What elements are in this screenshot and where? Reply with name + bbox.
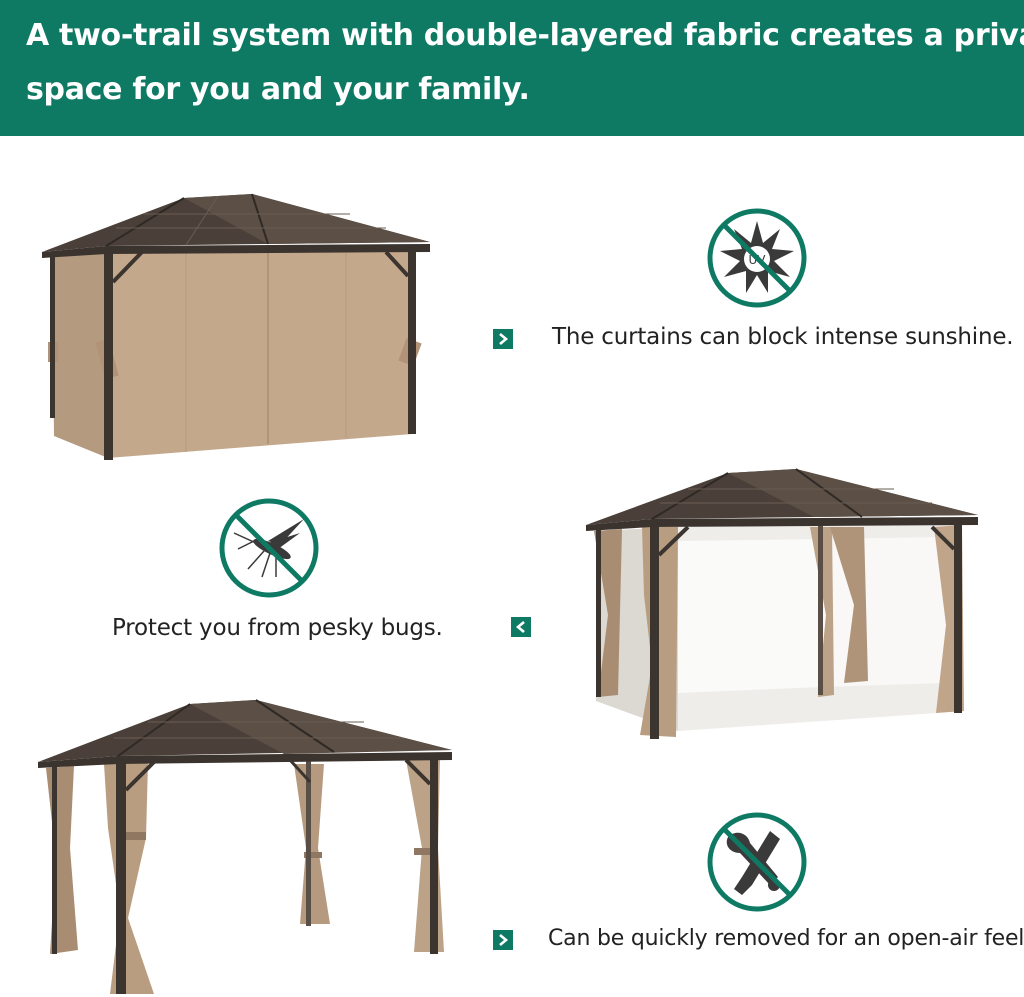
- gazebo-closed-curtains-image: [42, 193, 430, 460]
- no-mosquito-icon: [219, 498, 319, 598]
- feature-caption-sunshine: The curtains can block intense sunshine.: [552, 324, 1014, 350]
- header-banner: A two-trail system with double-layered f…: [0, 0, 1024, 136]
- gazebo-open-frame-image: [38, 699, 452, 994]
- chevron-right-icon: [493, 329, 513, 349]
- chevron-left-icon: [511, 617, 531, 637]
- header-title-line-2: space for you and your family.: [26, 72, 530, 107]
- feature-caption-removable: Can be quickly removed for an open-air f…: [548, 926, 1024, 951]
- header-title-line-1: A two-trail system with double-layered f…: [26, 18, 1024, 53]
- feature-caption-bugs: Protect you from pesky bugs.: [112, 615, 443, 641]
- no-uv-sun-icon: UV: [707, 208, 807, 308]
- no-tools-icon: [707, 812, 807, 912]
- chevron-right-icon: [493, 930, 513, 950]
- gazebo-mosquito-netting-image: [586, 468, 978, 739]
